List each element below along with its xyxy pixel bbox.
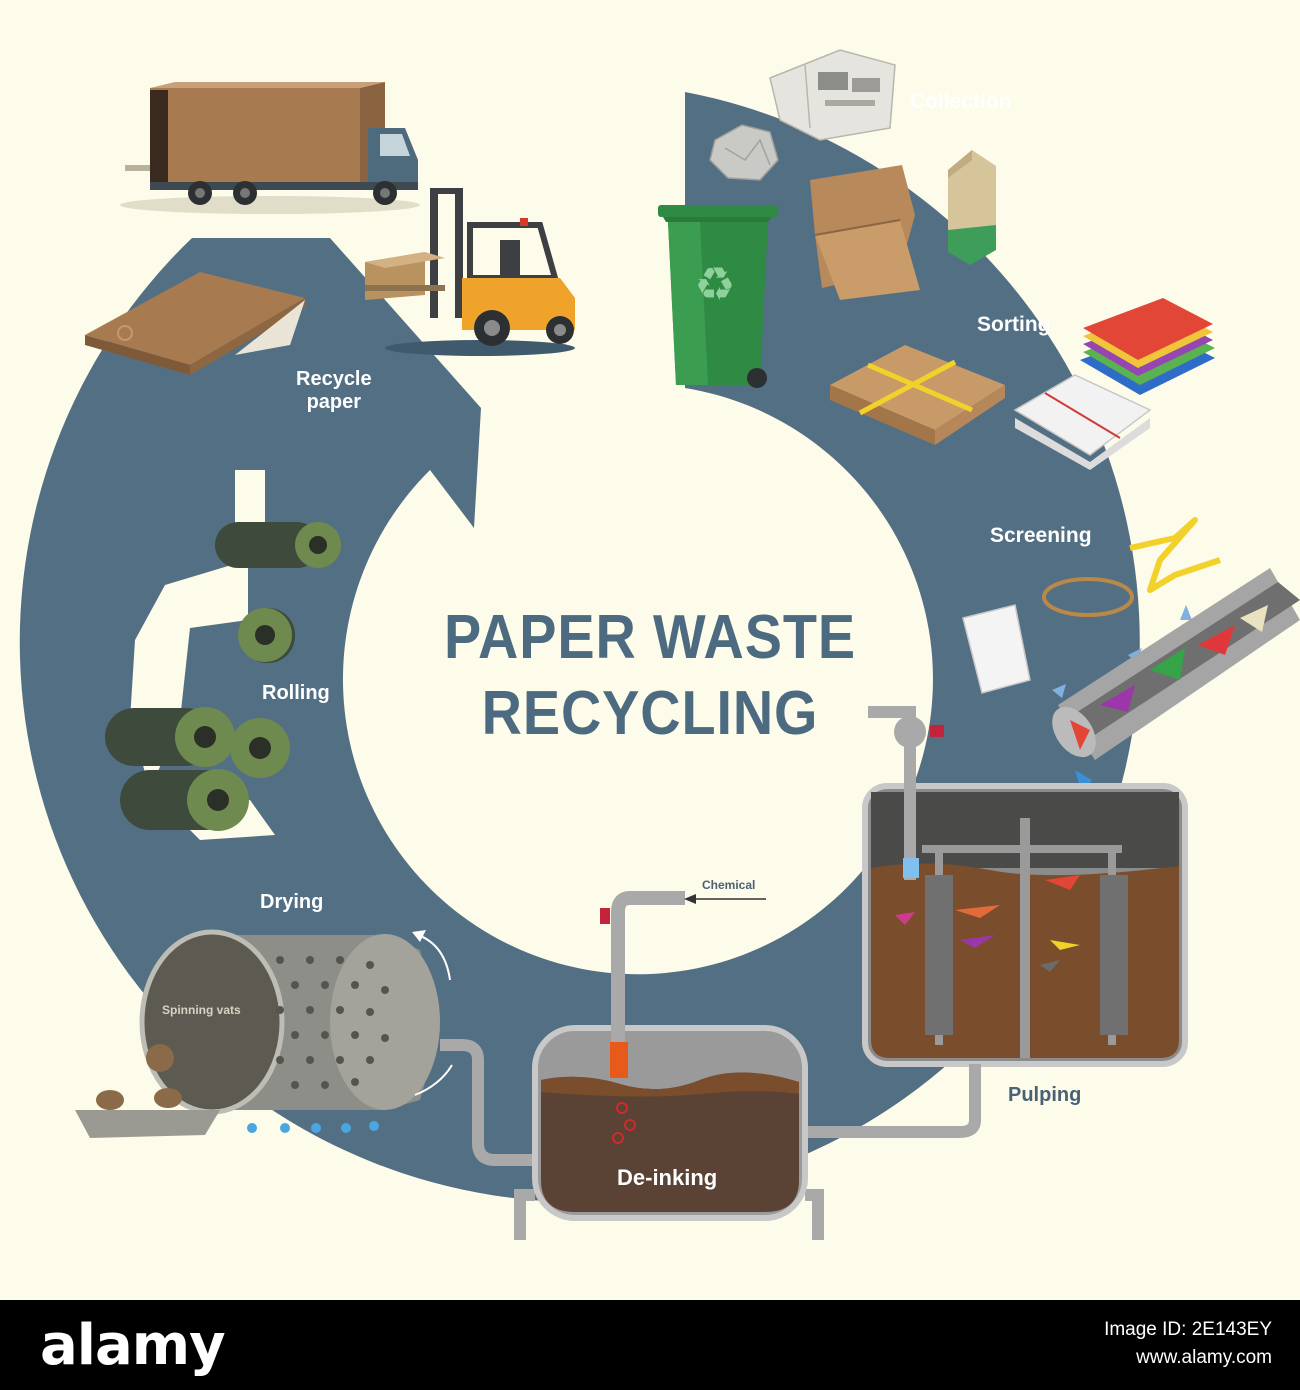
- recycle-label-line-1: Recycle: [296, 368, 372, 390]
- rubber-band-icon: [1042, 577, 1134, 617]
- step-rolling-label: Rolling: [262, 682, 330, 704]
- forklift-icon: [365, 188, 575, 356]
- step-screening-label: Screening: [990, 524, 1092, 547]
- watermark-bar: [0, 1300, 1300, 1390]
- svg-text:♻: ♻: [694, 257, 735, 311]
- truck-icon: [120, 82, 420, 214]
- title-line-1: PAPER WASTE: [444, 603, 856, 672]
- chemical-label: Chemical: [702, 878, 756, 892]
- step-deinking-label: De-inking: [617, 1165, 718, 1190]
- colored-paper-stack-icon: [1080, 298, 1215, 395]
- recycling-diagram: ♻: [19, 49, 1300, 1240]
- brand-logo: alamy: [40, 1313, 226, 1378]
- step-collection-label: Collection: [910, 90, 1012, 113]
- connecting-pipes: [440, 1039, 981, 1240]
- paper-bundle-icon: [830, 345, 1005, 445]
- cardboard-sheet-icon: [85, 272, 305, 375]
- image-id-text: Image ID: 2E143EY www.alamy.com: [1104, 1316, 1272, 1371]
- pulping-tank-icon: [862, 706, 1188, 1067]
- paper-clip-icon: [1129, 517, 1221, 593]
- paper-roll-icon: [105, 522, 341, 831]
- cardboard-folder-icon: [810, 165, 920, 300]
- recycle-label-line-2: paper: [306, 391, 362, 413]
- spinning-drum-icon: [75, 929, 453, 1138]
- image-id-line: Image ID: 2E143EY: [1104, 1319, 1272, 1340]
- deinking-tank-icon: [532, 891, 808, 1221]
- conveyor-chute-icon: [1052, 568, 1300, 795]
- recycle-bin-icon: ♻: [658, 205, 778, 388]
- spinning-vats-label: Spinning vats: [162, 1003, 241, 1017]
- step-pulping-label: Pulping: [1008, 1084, 1082, 1106]
- site-url-line: www.alamy.com: [1136, 1346, 1272, 1368]
- crumpled-paper-icon: [709, 124, 779, 181]
- white-paper-stack-icon: [1013, 374, 1152, 470]
- diagram-title: PAPER WASTE RECYCLING: [425, 600, 875, 751]
- chemical-arrow: [684, 894, 766, 904]
- step-recycle-paper-label: Recycle paper: [296, 368, 372, 414]
- screening-arrows: [1052, 605, 1192, 698]
- step-sorting-label: Sorting: [977, 313, 1051, 336]
- step-drying-label: Drying: [260, 891, 324, 913]
- carton-icon: [948, 150, 996, 265]
- white-sheet-icon: [962, 604, 1031, 694]
- title-line-2: RECYCLING: [481, 678, 819, 748]
- newspaper-icon: [769, 49, 896, 141]
